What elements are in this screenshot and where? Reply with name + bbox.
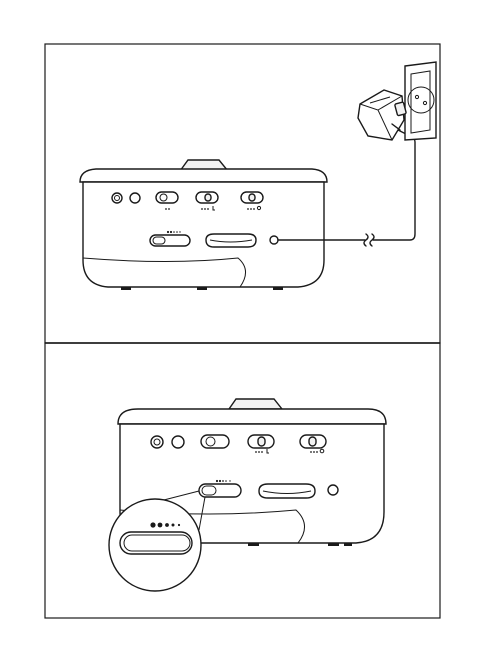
knob-left <box>151 436 163 448</box>
device-foot <box>197 287 207 290</box>
device-foot <box>248 543 259 546</box>
front-window <box>259 484 315 498</box>
device-handle <box>229 399 282 409</box>
wall-socket-icon <box>405 62 436 140</box>
bottom-panel <box>109 399 386 591</box>
device-lid <box>80 169 327 182</box>
power-cable <box>373 130 415 240</box>
device-foot <box>344 543 352 546</box>
device-lid <box>118 409 386 424</box>
switch-3-knob <box>249 194 255 201</box>
top-panel <box>80 62 436 290</box>
device-foot <box>121 287 131 290</box>
switch-3-knob <box>309 437 316 446</box>
power-plug-icon <box>358 90 406 140</box>
switch-2-knob <box>258 437 265 446</box>
switch-2-knob <box>205 194 211 201</box>
device-top <box>80 160 327 290</box>
dc-jack <box>328 485 338 495</box>
knob-left <box>112 193 122 203</box>
knob-right <box>172 436 184 448</box>
device-foot <box>328 543 339 546</box>
knob-right <box>130 193 140 203</box>
device-foot <box>273 287 283 290</box>
dc-jack <box>270 236 278 244</box>
